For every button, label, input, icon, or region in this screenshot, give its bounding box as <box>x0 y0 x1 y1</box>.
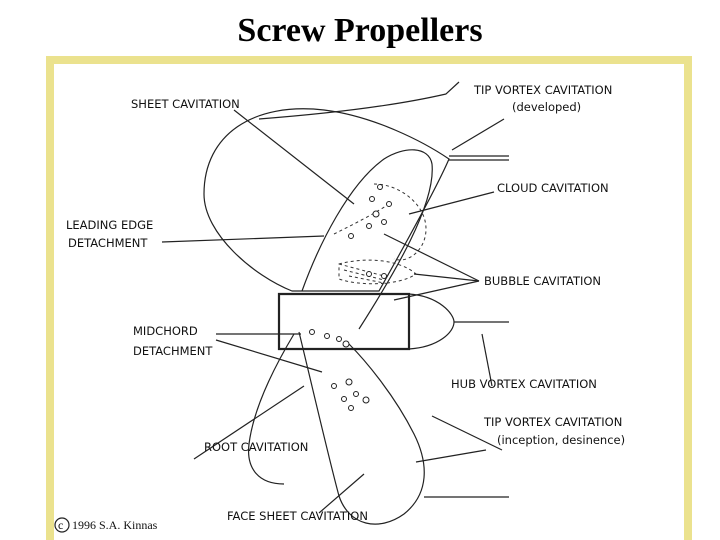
tip-vortex-inception-label: TIP VORTEX CAVITATION <box>483 415 622 429</box>
leading-edge-sublabel: DETACHMENT <box>68 236 148 250</box>
copyright-symbol: c <box>58 518 63 532</box>
copyright-text: 1996 S.A. Kinnas <box>72 518 158 532</box>
slide-title: Screw Propellers <box>0 12 720 50</box>
hub-outline <box>279 294 409 349</box>
midchord-label: MIDCHORD <box>133 324 198 338</box>
propeller-diagram: SHEET CAVITATION TIP VORTEX CAVITATION (… <box>54 64 684 540</box>
hub-bubbles <box>310 330 350 348</box>
right-upper-blade-outline <box>302 150 432 329</box>
cloud-cavitation-label: CLOUD CAVITATION <box>497 181 609 195</box>
tip-vortex-developed-sublabel: (developed) <box>512 100 581 114</box>
midchord-sublabel: DETACHMENT <box>133 344 213 358</box>
tip-vortex-inception-sublabel: (inception, desinence) <box>497 433 625 447</box>
sheet-cavitation-label: SHEET CAVITATION <box>131 97 240 111</box>
bubble-cavitation-label: BUBBLE CAVITATION <box>484 274 601 288</box>
face-sheet-cavitation-label: FACE SHEET CAVITATION <box>227 509 368 523</box>
hub-cap <box>409 294 454 349</box>
hub-vortex-label: HUB VORTEX CAVITATION <box>451 377 597 391</box>
lower-blade-outline <box>299 332 424 524</box>
tip-vortex-developed-label: TIP VORTEX CAVITATION <box>473 83 612 97</box>
figure-panel: SHEET CAVITATION TIP VORTEX CAVITATION (… <box>54 64 684 540</box>
leading-edge-label: LEADING EDGE <box>66 218 153 232</box>
bubble-cavity-bubbles <box>367 272 387 279</box>
root-cavitation-label: ROOT CAVITATION <box>204 440 308 454</box>
root-bubbles <box>332 379 370 411</box>
sheet-cavity-region <box>334 204 389 234</box>
tip-vortex-developed-line <box>259 82 459 119</box>
cloud-bubbles <box>349 185 392 239</box>
figure-frame: SHEET CAVITATION TIP VORTEX CAVITATION (… <box>46 56 692 540</box>
